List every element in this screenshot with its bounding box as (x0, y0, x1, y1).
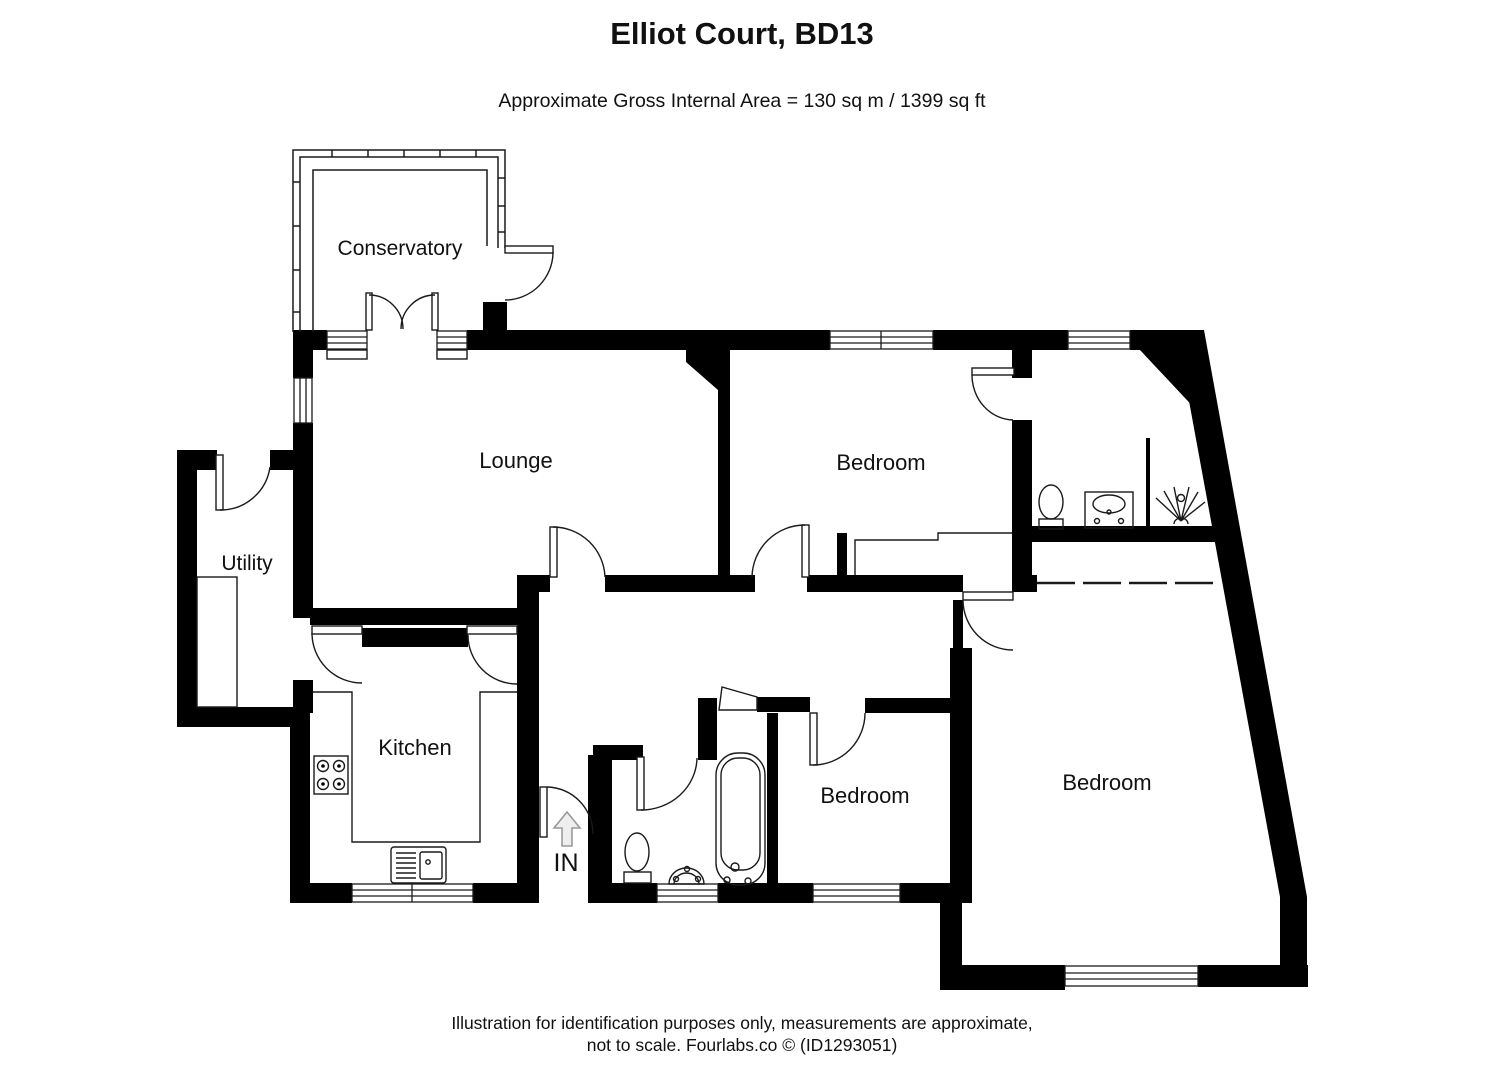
door-bedroom-middle (809, 712, 866, 766)
door-bedroom-top (751, 524, 810, 578)
room-label-bedroom-middle: Bedroom (820, 783, 909, 808)
footer-line2: not to scale. Fourlabs.co © (ID1293051) (587, 1035, 898, 1055)
bathtub-icon (715, 752, 766, 886)
room-label-utility: Utility (221, 552, 273, 575)
footer-line1: Illustration for identification purposes… (451, 1013, 1032, 1033)
door-bathroom-middle (636, 756, 698, 811)
door-utility-kitchen (311, 625, 363, 684)
toilet-icon (1038, 484, 1064, 530)
bathroom-sink-icon (1084, 491, 1134, 529)
room-labels: Conservatory Lounge Bedroom Utility Kitc… (221, 237, 1151, 877)
door-kitchen (466, 625, 518, 685)
entrance-label: IN (554, 849, 579, 877)
shower-icon (1155, 486, 1206, 525)
doors (215, 245, 1015, 838)
toilet-icon (623, 832, 652, 884)
room-label-bedroom-main: Bedroom (1062, 770, 1151, 795)
window (812, 883, 901, 903)
window (326, 330, 368, 360)
window (1067, 330, 1131, 350)
entry-arrow-icon (552, 810, 582, 847)
door-french-left (365, 292, 404, 331)
door-lounge (549, 526, 606, 578)
room-label-bedroom-top: Bedroom (836, 450, 925, 475)
pedestal-sink-icon (668, 865, 705, 885)
door-conservatory-external (504, 245, 554, 301)
window (293, 377, 313, 424)
window (351, 883, 474, 903)
fixtures (196, 438, 1206, 886)
shower-screen (1146, 438, 1150, 527)
window (436, 330, 468, 360)
walls (177, 302, 1308, 990)
page-title: Elliot Court, BD13 (610, 16, 874, 51)
window (656, 883, 719, 903)
kitchen-sink-icon (390, 846, 447, 884)
conservatory-glazing (292, 149, 506, 332)
worktop (313, 691, 517, 843)
door-entrance (539, 786, 594, 838)
door-bathroom-top (971, 367, 1015, 421)
window (829, 330, 934, 350)
window (1064, 965, 1199, 987)
page-subtitle: Approximate Gross Internal Area = 130 sq… (498, 90, 986, 112)
room-label-conservatory: Conservatory (338, 237, 463, 260)
room-label-kitchen: Kitchen (378, 735, 451, 760)
door-utility-external (215, 454, 271, 511)
door-bedroom-main (962, 591, 1014, 651)
windows (293, 330, 1199, 987)
built-in-cupboard (854, 532, 1012, 575)
utility-counter (196, 576, 238, 708)
room-label-lounge: Lounge (479, 448, 552, 473)
hob-icon (313, 755, 349, 795)
door-french-right (400, 292, 439, 331)
door-cupboard-ajar (718, 686, 758, 711)
